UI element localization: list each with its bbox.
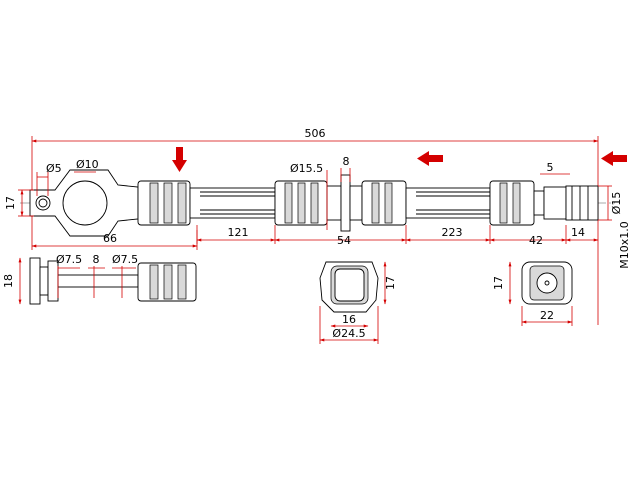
label-thread: M10x1.0 (618, 221, 631, 269)
label-seg-121: 121 (228, 226, 249, 239)
arrow-left-marker-1 (417, 151, 443, 166)
eye-fitting-side (29, 257, 197, 305)
label-eye-side-d1: Ø7.5 (56, 253, 82, 266)
arrow-down-marker (172, 147, 187, 172)
mid-fitting (274, 174, 407, 232)
label-seg-223: 223 (442, 226, 463, 239)
label-end-diameter: Ø15 (610, 192, 623, 215)
label-seg-54: 54 (337, 234, 351, 247)
mid-cross-section (319, 261, 379, 313)
label-end-slot: 5 (547, 161, 554, 174)
eye-fitting-top (29, 169, 191, 237)
dim-eye-top: Ø5 Ø10 17 66 (4, 158, 198, 250)
label-eye-length: 66 (103, 232, 117, 245)
label-mid-section-outer: Ø24.5 (332, 327, 365, 340)
label-eye-height: 17 (4, 196, 17, 210)
end-fitting (489, 180, 599, 226)
label-eye-side-d2: Ø7.5 (112, 253, 138, 266)
label-mid-section-height: 17 (384, 276, 397, 290)
label-end-section-height: 17 (492, 276, 505, 290)
dim-end-section: 17 22 (492, 261, 573, 326)
dim-overall-length: 506 (31, 127, 599, 325)
label-eye-side-height: 18 (2, 274, 15, 288)
label-overall-length: 506 (305, 127, 326, 140)
label-eye-diameter: Ø10 (76, 158, 99, 171)
label-mid-diameter: Ø15.5 (290, 162, 323, 175)
label-seg-42: 42 (529, 234, 543, 247)
dim-mid-section: 17 16 Ø24.5 (319, 261, 397, 344)
label-seg-14: 14 (571, 226, 585, 239)
hose-section-2 (405, 187, 491, 219)
label-mid-clip: 8 (343, 155, 350, 168)
label-mid-section-width: 16 (342, 313, 356, 326)
dim-mid: Ø15.5 8 (290, 155, 351, 230)
dim-eye-side: 18 Ø7.5 8 Ø7.5 (2, 253, 138, 305)
dim-end: 5 Ø15 M10x1.0 (540, 161, 631, 269)
label-eye-side-gap: 8 (93, 253, 100, 266)
label-eye-hole: Ø5 (46, 162, 62, 175)
arrow-left-marker-2 (601, 151, 627, 166)
dim-segments: 121 54 223 42 14 (196, 225, 599, 247)
label-end-section-width: 22 (540, 309, 554, 322)
hose-section-1 (189, 187, 276, 219)
end-cross-section (521, 261, 573, 305)
